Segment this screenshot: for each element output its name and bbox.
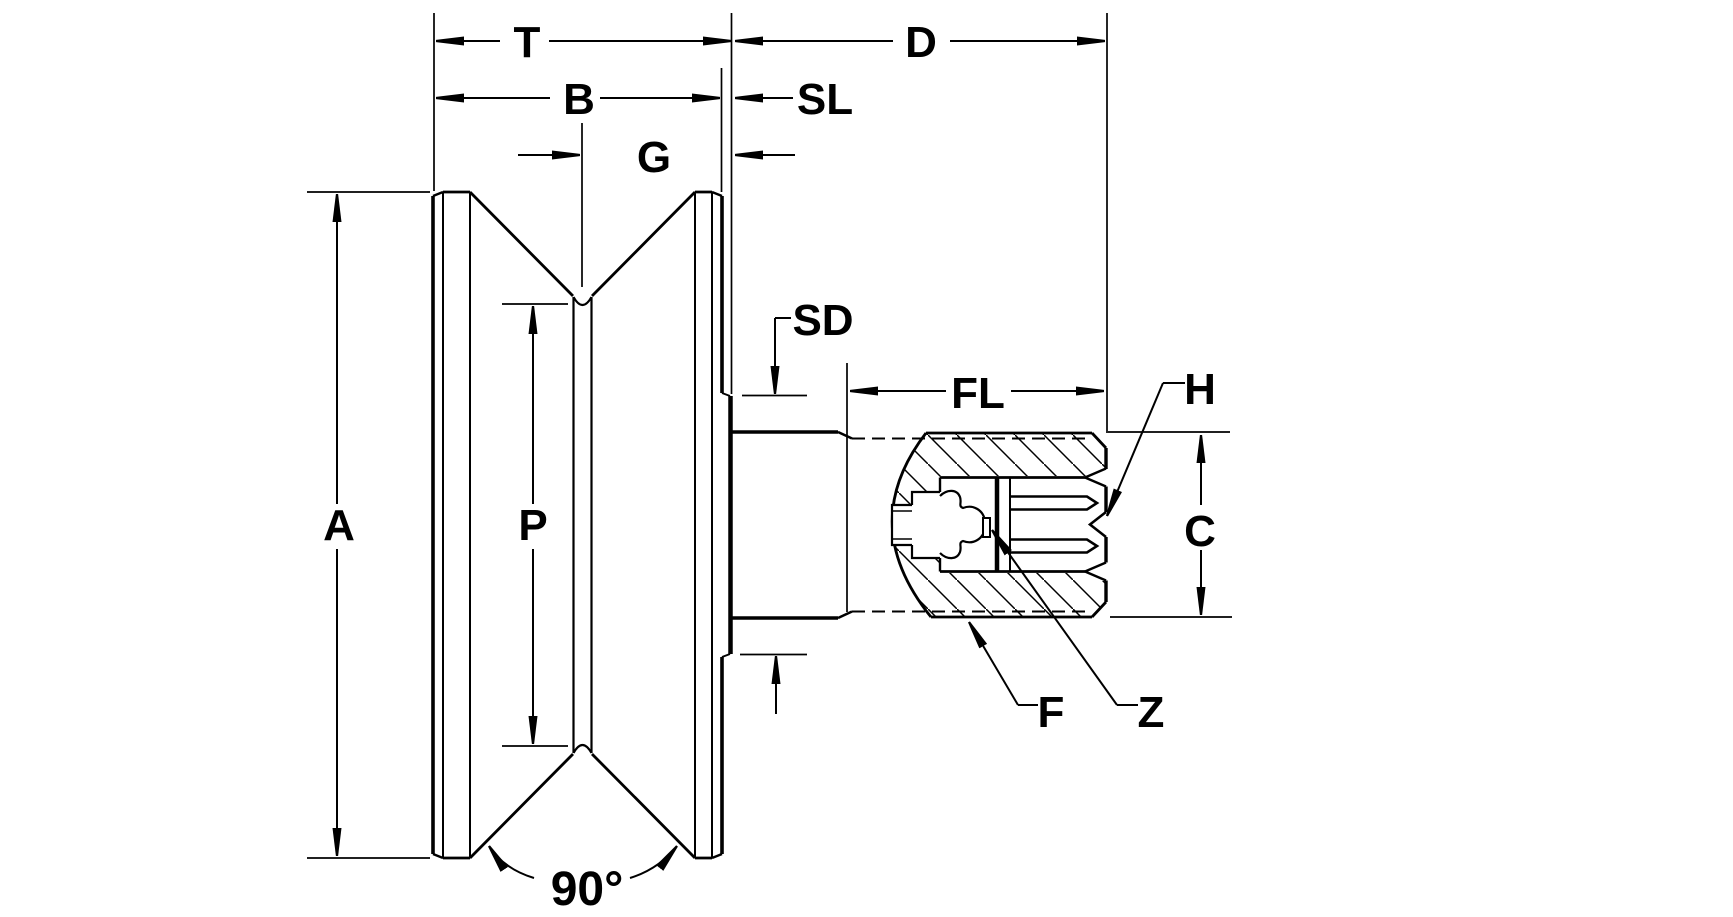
stud-end-chamfers bbox=[1090, 432, 1108, 618]
thread-start-chamfers bbox=[837, 430, 853, 620]
label-H: H bbox=[1184, 365, 1216, 414]
section-outline-edges bbox=[926, 431, 1092, 619]
leader-angle-left bbox=[488, 845, 535, 879]
label-angle-90: 90° bbox=[551, 863, 624, 916]
label-Z: Z bbox=[1138, 688, 1165, 737]
spline-tooth-upper bbox=[1010, 495, 1100, 511]
leader-H bbox=[1105, 382, 1164, 517]
wheel-right-chamfers bbox=[711, 190, 723, 860]
wheel-profile bbox=[431, 190, 733, 860]
zerk-shoulder-outline bbox=[910, 490, 940, 560]
stud-shank-edges bbox=[731, 430, 838, 620]
label-G: G bbox=[637, 133, 671, 182]
zerk-nipple-outline bbox=[890, 503, 912, 547]
dimension-lines bbox=[332, 36, 1206, 879]
stud bbox=[731, 430, 1108, 620]
groove-bottom-cap-bottom bbox=[572, 743, 593, 754]
socket-mouth-fill bbox=[1087, 468, 1107, 581]
socket-top-fork bbox=[1084, 467, 1107, 488]
wrench-socket bbox=[938, 448, 1108, 602]
v-groove-bottom-slopes bbox=[469, 753, 696, 859]
zerk-ball-check bbox=[982, 517, 991, 538]
groove-bottom-cap-top bbox=[572, 296, 593, 307]
label-D: D bbox=[905, 18, 937, 67]
groove-bottom-walls bbox=[572, 297, 593, 753]
grease-fitting bbox=[890, 489, 991, 560]
extension-lines bbox=[307, 13, 1232, 859]
zerk-nipple-detail bbox=[892, 510, 912, 540]
label-B: B bbox=[563, 75, 595, 124]
sleeve-steps bbox=[721, 392, 731, 658]
leader-Z bbox=[991, 529, 1118, 706]
label-A: A bbox=[323, 501, 355, 550]
label-T: T bbox=[514, 18, 541, 67]
zerk-shoulder-fill bbox=[912, 492, 940, 558]
leader-angle-right bbox=[629, 845, 678, 879]
spline-tooth-lower bbox=[1010, 538, 1100, 554]
label-P: P bbox=[518, 501, 547, 550]
socket-bottom-fork bbox=[1084, 561, 1107, 582]
label-SD: SD bbox=[792, 296, 853, 345]
label-C: C bbox=[1184, 507, 1216, 556]
dimension-labels: T D B SL G SD FL H C A P F Z 90° bbox=[323, 18, 1216, 916]
label-FL: FL bbox=[951, 369, 1005, 418]
socket-middle-chevron bbox=[1087, 510, 1107, 539]
wheel-left-chamfers bbox=[432, 190, 444, 860]
zerk-nipple-fill bbox=[892, 505, 912, 545]
leader-F bbox=[968, 621, 1019, 706]
label-F: F bbox=[1038, 688, 1065, 737]
label-SL: SL bbox=[797, 75, 853, 124]
v-groove-top-slopes bbox=[469, 191, 696, 297]
